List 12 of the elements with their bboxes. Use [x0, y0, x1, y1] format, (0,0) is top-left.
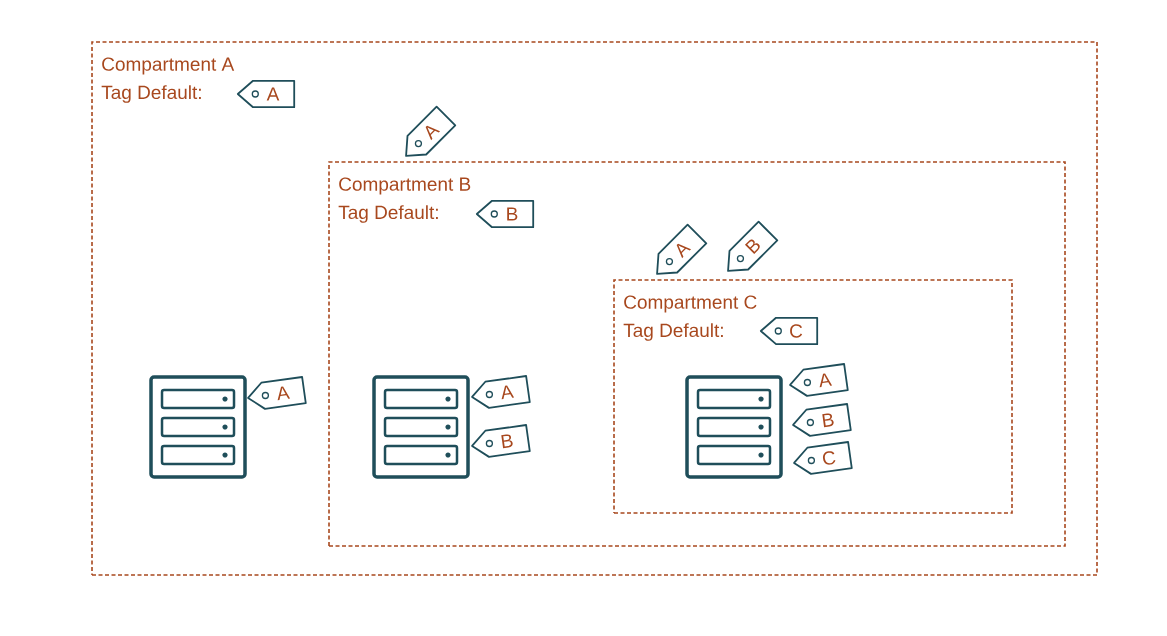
tag-label: A — [471, 375, 531, 409]
tag-label: A — [789, 363, 849, 397]
tag-label: A — [247, 376, 307, 410]
tag-label: A — [405, 105, 457, 157]
tag-label: A — [236, 79, 296, 109]
tag-label: B — [727, 220, 779, 272]
tag-label: B — [475, 199, 535, 229]
tag-label: B — [471, 424, 531, 458]
tag-label: C — [793, 441, 853, 475]
tag-label: B — [792, 403, 852, 437]
tag-label: A — [656, 223, 708, 275]
tag-label: C — [759, 316, 819, 346]
